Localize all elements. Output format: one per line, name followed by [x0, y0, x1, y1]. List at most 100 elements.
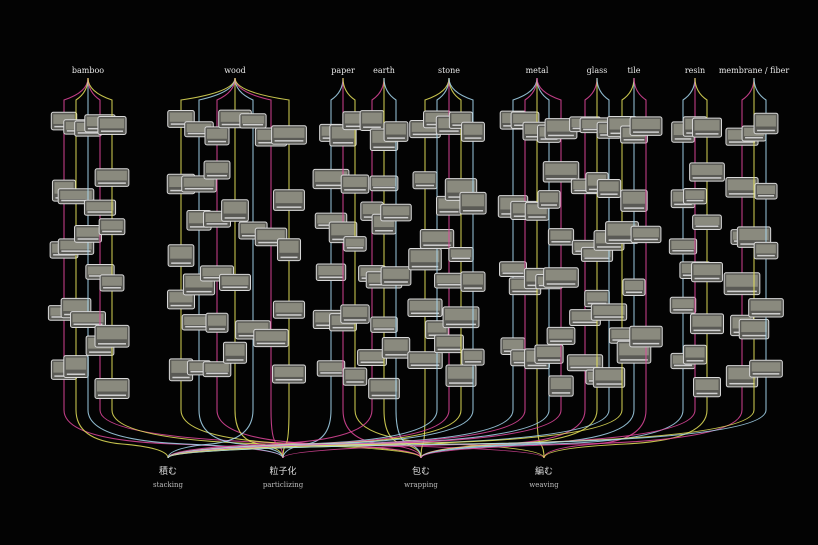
connection-line: [383, 77, 422, 459]
connection-line: [383, 77, 422, 459]
connection-line: [536, 78, 545, 459]
project-thumbnail: [340, 174, 370, 194]
connection-line: [420, 77, 696, 459]
project-thumbnail: [546, 326, 576, 345]
project-thumbnail: [620, 189, 648, 212]
project-thumbnail: [629, 325, 663, 348]
project-thumbnail: [272, 364, 306, 384]
project-thumbnail: [204, 126, 230, 146]
connection-line: [282, 77, 344, 459]
project-thumbnail: [460, 271, 486, 292]
project-thumbnail: [548, 375, 574, 397]
project-thumbnail: [749, 359, 783, 378]
project-thumbnail: [461, 348, 485, 366]
project-thumbnail: [383, 121, 409, 142]
project-thumbnail: [202, 361, 232, 378]
project-thumbnail: [57, 188, 95, 205]
project-thumbnail: [753, 241, 779, 260]
project-thumbnail: [689, 162, 725, 182]
project-thumbnail: [691, 117, 723, 138]
connection-line: [234, 77, 284, 459]
project-thumbnail: [359, 110, 385, 131]
project-thumbnail: [273, 189, 305, 211]
technique-en: stacking: [153, 481, 183, 489]
project-thumbnail: [547, 228, 575, 246]
material-label-bamboo: bamboo: [71, 66, 105, 75]
technique-particlizing: 粒子化 particlizing: [263, 464, 303, 489]
project-thumbnail: [407, 351, 443, 369]
project-thumbnail: [368, 377, 400, 400]
project-thumbnail: [442, 306, 480, 329]
project-thumbnail: [407, 298, 443, 318]
technique-wrapping: 包む wrapping: [404, 464, 438, 489]
connection-line: [543, 77, 708, 459]
project-thumbnail: [543, 267, 579, 288]
project-thumbnail: [596, 178, 622, 198]
connection-line: [420, 78, 635, 459]
project-thumbnail: [97, 115, 127, 135]
technique-jp: 編む: [534, 467, 553, 477]
project-thumbnail: [63, 355, 89, 379]
project-thumbnail: [205, 312, 229, 333]
material-label-wood: wood: [224, 66, 246, 75]
project-thumbnail: [754, 182, 778, 200]
project-thumbnail: [689, 313, 725, 335]
project-thumbnail: [534, 344, 564, 364]
technique-en: wrapping: [404, 481, 438, 489]
technique-jp: 粒子化: [269, 467, 297, 477]
project-thumbnail: [316, 360, 346, 377]
connection-line: [420, 77, 450, 459]
project-thumbnail: [221, 199, 249, 222]
project-thumbnail: [315, 263, 347, 282]
connection-line: [282, 78, 696, 459]
technique-en: weaving: [529, 481, 559, 489]
material-label-metal: metal: [525, 66, 549, 75]
project-thumbnail: [271, 125, 307, 145]
project-thumbnail: [99, 274, 125, 292]
project-thumbnail: [499, 261, 527, 277]
project-thumbnail: [669, 296, 697, 314]
project-thumbnail: [629, 116, 663, 136]
project-thumbnail: [622, 278, 646, 297]
connection-line: [75, 77, 169, 459]
connection-line: [342, 78, 422, 459]
material-label-tile: tile: [627, 66, 641, 75]
technique-jp: 積む: [158, 467, 177, 477]
connection-line: [87, 77, 422, 459]
project-thumbnail: [590, 303, 628, 321]
project-thumbnail: [434, 272, 464, 289]
project-thumbnail: [380, 203, 412, 222]
connection-line: [420, 77, 598, 459]
project-thumbnail: [329, 124, 357, 147]
project-thumbnail: [682, 344, 708, 365]
connection-line: [198, 77, 284, 459]
project-thumbnail: [692, 214, 722, 230]
project-thumbnail: [683, 188, 707, 205]
project-thumbnail: [725, 176, 759, 198]
project-thumbnail: [408, 247, 442, 271]
material-label-paper: paper: [331, 66, 355, 75]
project-thumbnail: [461, 121, 485, 142]
project-thumbnail: [74, 224, 102, 243]
connection-line: [234, 78, 284, 459]
material-label-membrane-fiber: membrane / fiber: [718, 66, 790, 75]
project-thumbnail: [691, 261, 723, 283]
project-thumbnail: [748, 298, 784, 318]
material-label-glass: glass: [586, 66, 608, 75]
project-thumbnail: [434, 334, 464, 354]
project-thumbnail: [445, 364, 477, 387]
connection-line: [543, 77, 647, 459]
connection-line: [167, 77, 767, 459]
technique-stacking: 積む stacking: [153, 464, 183, 489]
project-thumbnail: [448, 246, 474, 263]
connection-line: [234, 77, 290, 459]
project-thumbnail: [753, 112, 779, 135]
project-thumbnail: [83, 199, 117, 216]
connection-line: [87, 77, 545, 459]
project-thumbnail: [219, 273, 251, 291]
project-thumbnail: [94, 324, 130, 348]
technique-en: particlizing: [262, 481, 304, 489]
project-thumbnail: [369, 175, 399, 192]
connection-line: [167, 77, 635, 459]
